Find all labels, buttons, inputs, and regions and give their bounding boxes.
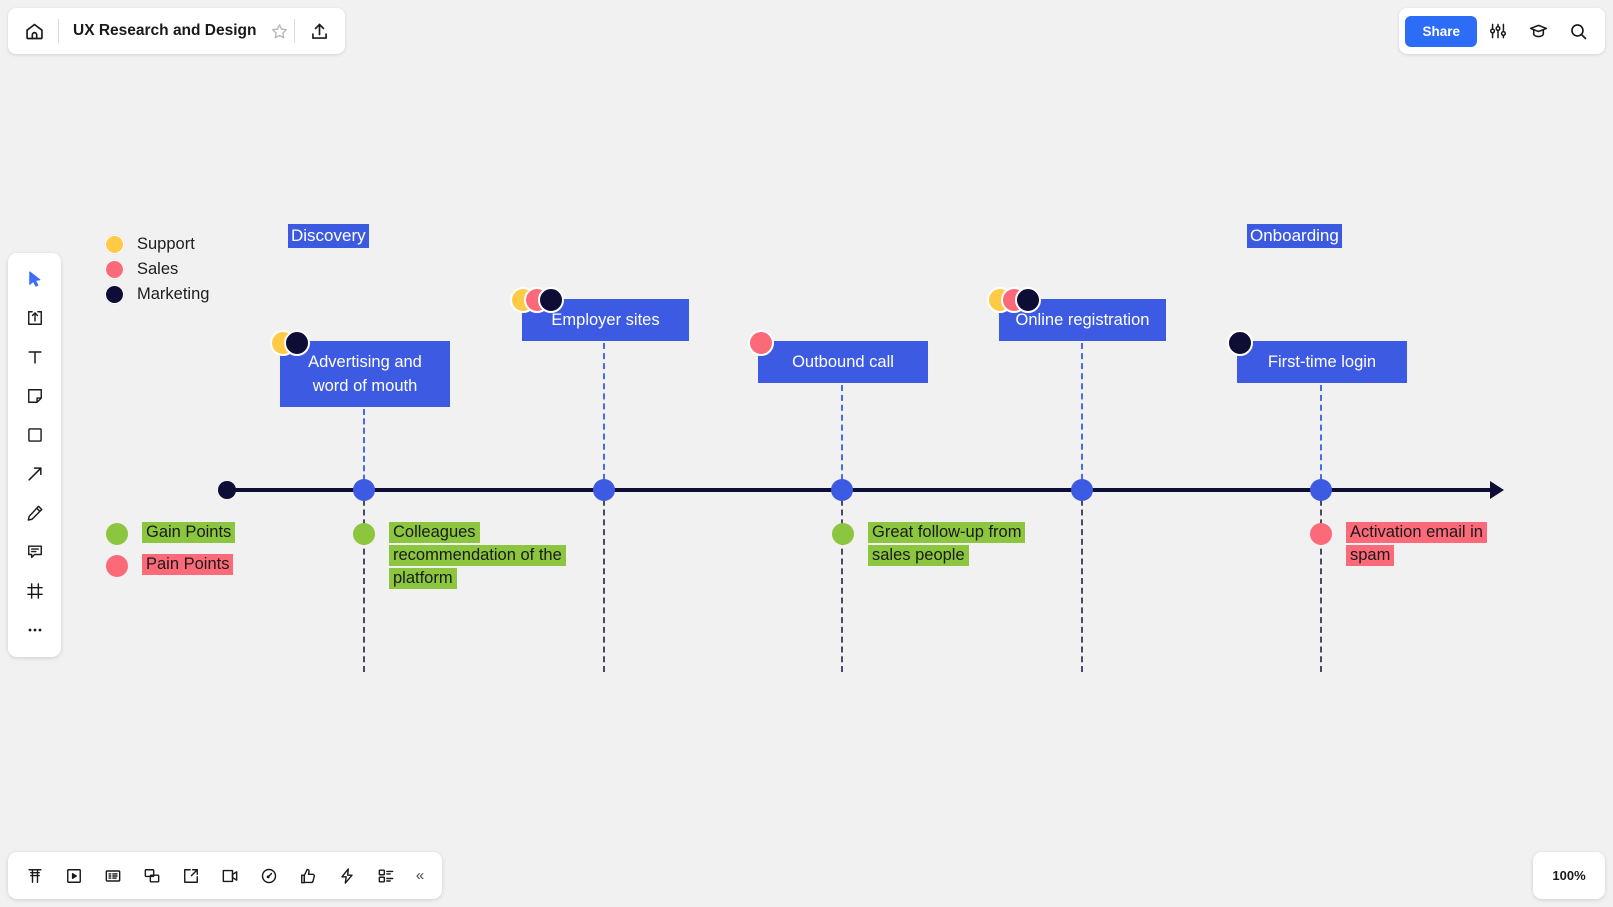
- collapse-toolbar-button[interactable]: «: [415, 867, 425, 884]
- pain-point-text[interactable]: Activation email in spam: [1346, 521, 1528, 567]
- share-button[interactable]: Share: [1405, 15, 1477, 47]
- timeline-axis-line: [220, 488, 1490, 492]
- touchpoint-card[interactable]: Online registration: [999, 299, 1166, 341]
- video-chat-icon[interactable]: [210, 856, 249, 895]
- upload-import-tool[interactable]: [14, 298, 56, 337]
- timeline-node[interactable]: [1310, 479, 1332, 501]
- gain-pain-legend-pain[interactable]: Pain Points: [106, 553, 302, 577]
- touchpoint-connector-down: [1320, 490, 1322, 672]
- voting-thumbs-up-icon[interactable]: [288, 856, 327, 895]
- top-left-toolbar: UX Research and Design: [8, 8, 346, 54]
- gain-point-dot: [353, 523, 375, 545]
- sliders-settings-icon[interactable]: [1479, 12, 1517, 50]
- highlight-text: Great follow-up from sales people: [868, 522, 1026, 566]
- pain-point-text[interactable]: Pain Points: [142, 553, 302, 576]
- timer-icon[interactable]: [249, 856, 288, 895]
- gain-pain-note-0[interactable]: Colleagues recommendation of the platfor…: [353, 521, 566, 590]
- gain-point-text[interactable]: Gain Points: [142, 521, 302, 544]
- highlight-text: Gain Points: [142, 522, 236, 543]
- home-icon[interactable]: [12, 9, 56, 53]
- cards-icon[interactable]: [132, 856, 171, 895]
- touchpoint-connector-up: [603, 343, 605, 490]
- upload-export-icon[interactable]: [297, 9, 341, 53]
- export-frame-icon[interactable]: [171, 856, 210, 895]
- legend-item-label: Support: [137, 235, 195, 253]
- touchpoint-connector-up: [841, 385, 843, 490]
- templates-icon[interactable]: [15, 856, 54, 895]
- zoom-level-indicator[interactable]: 100%: [1533, 852, 1605, 899]
- graduation-cap-icon[interactable]: [1519, 12, 1557, 50]
- legend-color-dot: [105, 285, 124, 304]
- timeline-node[interactable]: [1071, 479, 1093, 501]
- highlight-text: Pain Points: [142, 554, 234, 575]
- touchpoint-connector-up: [363, 409, 365, 490]
- highlight-text: Colleagues recommendation of the platfor…: [389, 522, 566, 589]
- frame-tool[interactable]: [14, 571, 56, 610]
- touchpoint-card[interactable]: Employer sites: [522, 299, 689, 341]
- quick-actions-icon[interactable]: [327, 856, 366, 895]
- timeline-node[interactable]: [831, 479, 853, 501]
- timeline-node[interactable]: [593, 479, 615, 501]
- apps-grid-icon[interactable]: [366, 856, 405, 895]
- legend-color-dot: [105, 235, 124, 254]
- gain-point-text[interactable]: Great follow-up from sales people: [868, 521, 1043, 567]
- stage-label-discovery[interactable]: Discovery: [288, 224, 369, 248]
- timeline-axis-arrowhead: [1490, 481, 1504, 499]
- pain-point-dot: [106, 555, 128, 577]
- document-title[interactable]: UX Research and Design: [73, 22, 257, 39]
- touchpoint-card[interactable]: Outbound call: [758, 341, 928, 383]
- legend-item-label: Sales: [137, 260, 179, 278]
- cursor-select-tool[interactable]: [14, 259, 56, 298]
- legend-item-marketing: Marketing: [105, 282, 209, 307]
- gain-point-dot: [106, 523, 128, 545]
- pen-draw-tool[interactable]: [14, 493, 56, 532]
- touchpoint-connector-down: [603, 490, 605, 672]
- legend-item-label: Marketing: [137, 285, 210, 303]
- legend-item-sales: Sales: [105, 257, 209, 282]
- bottom-tools-panel: «: [8, 852, 442, 899]
- legend-color-dot: [105, 260, 124, 279]
- present-icon[interactable]: [54, 856, 93, 895]
- sticky-note-tool[interactable]: [14, 376, 56, 415]
- divider: [294, 19, 296, 43]
- highlight-text: Activation email in spam: [1346, 522, 1487, 566]
- pain-point-dot: [1310, 523, 1332, 545]
- touchpoint-card[interactable]: Advertising and word of mouth: [280, 341, 450, 407]
- gain-point-text[interactable]: Colleagues recommendation of the platfor…: [389, 521, 566, 590]
- gain-pain-legend-gain[interactable]: Gain Points: [106, 521, 302, 545]
- more-tools[interactable]: [14, 610, 56, 649]
- timeline-node[interactable]: [353, 479, 375, 501]
- top-right-toolbar: Share: [1399, 8, 1605, 54]
- touchpoint-connector-down: [1081, 490, 1083, 672]
- left-tools-panel: [8, 253, 61, 657]
- touchpoint-connector-down: [841, 490, 843, 672]
- notes-icon[interactable]: [93, 856, 132, 895]
- search-icon[interactable]: [1559, 12, 1597, 50]
- legend-item-support: Support: [105, 232, 209, 257]
- gain-pain-note-2[interactable]: Activation email in spam: [1310, 521, 1528, 567]
- text-tool[interactable]: [14, 337, 56, 376]
- gain-pain-note-1[interactable]: Great follow-up from sales people: [832, 521, 1043, 567]
- star-outline-icon[interactable]: [266, 18, 292, 44]
- shape-rectangle-tool[interactable]: [14, 415, 56, 454]
- timeline-start-node: [218, 481, 236, 499]
- divider: [58, 19, 59, 43]
- arrow-connector-tool[interactable]: [14, 454, 56, 493]
- touchpoint-connector-up: [1081, 343, 1083, 490]
- touchpoint-connector-down: [363, 490, 365, 672]
- touchpoint-connector-up: [1320, 385, 1322, 490]
- stage-label-onboarding[interactable]: Onboarding: [1247, 224, 1342, 248]
- gain-point-dot: [832, 523, 854, 545]
- touchpoint-card[interactable]: First-time login: [1237, 341, 1407, 383]
- comment-tool[interactable]: [14, 532, 56, 571]
